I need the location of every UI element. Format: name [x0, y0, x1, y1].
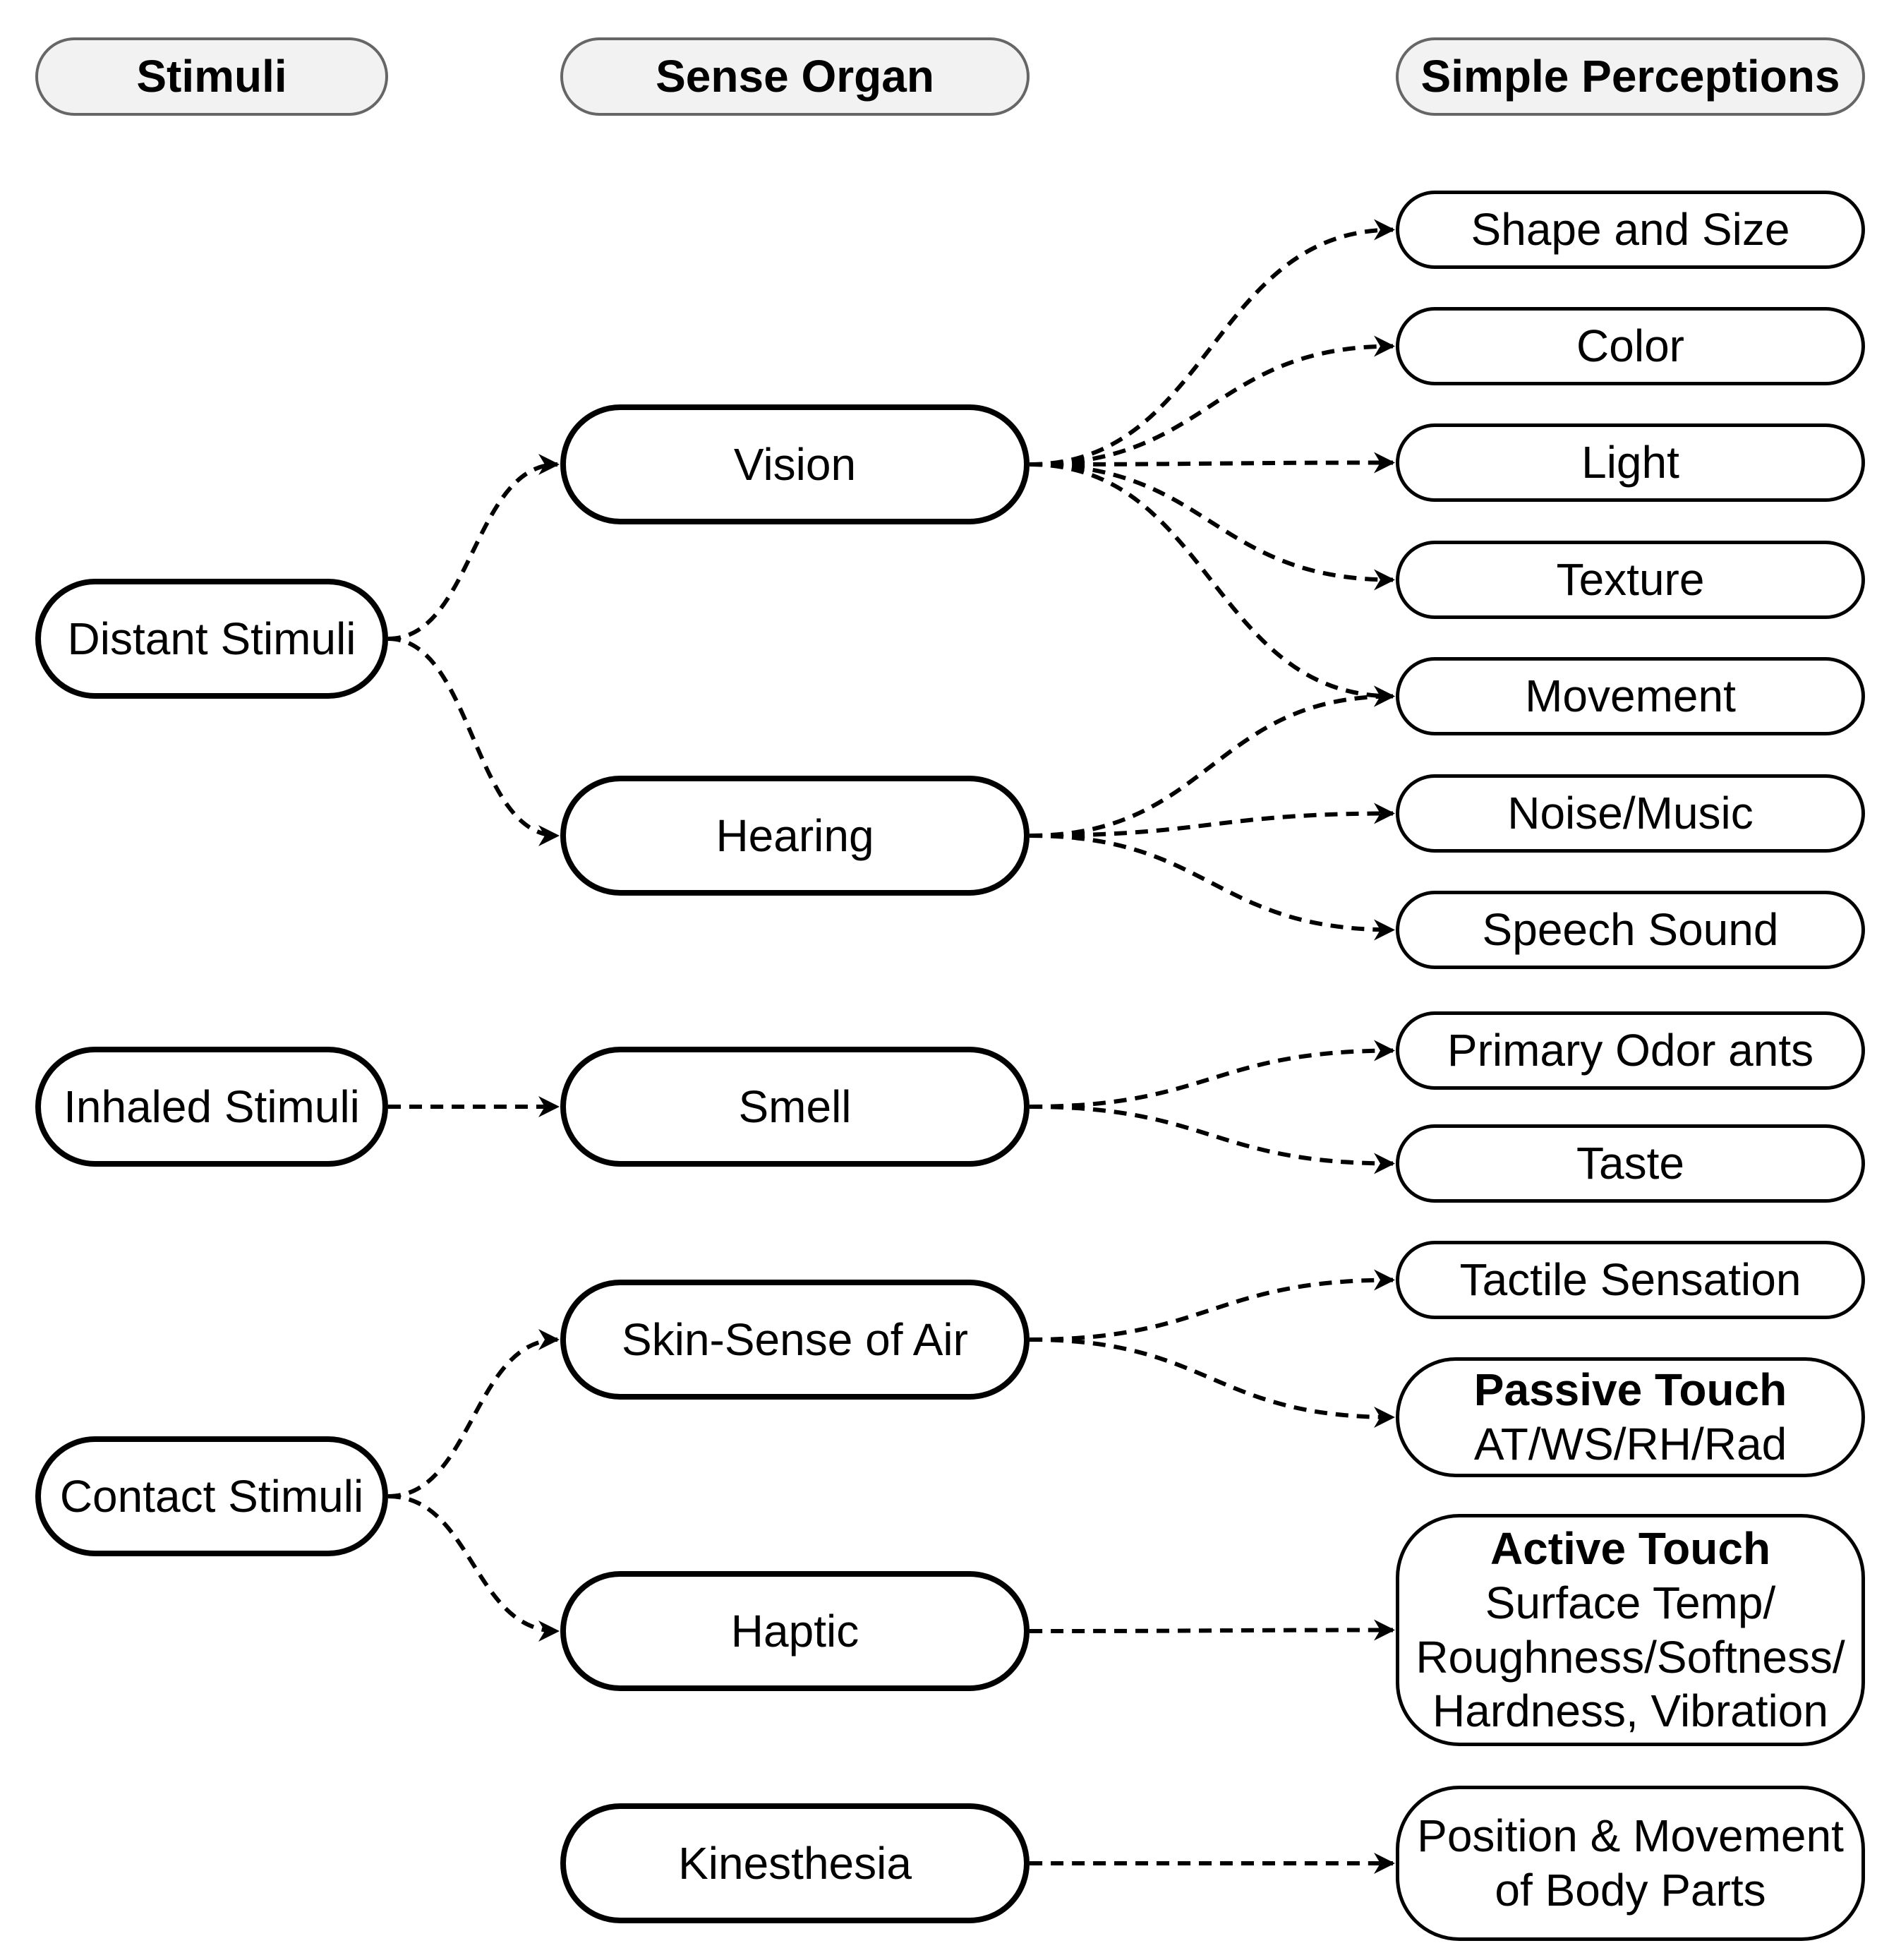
passive-touch-title: Passive Touch [1473, 1364, 1787, 1416]
stimulus-distant-label: Distant Stimuli [67, 613, 356, 664]
perception-noise-music-label: Noise/Music [1507, 788, 1754, 839]
perception-noise-music: Noise/Music [1396, 774, 1865, 853]
stimulus-inhaled-label: Inhaled Stimuli [64, 1081, 360, 1132]
organ-haptic-label: Haptic [730, 1605, 859, 1657]
edge-contact-to-haptic [387, 1494, 560, 1642]
organ-smell-label: Smell [738, 1081, 852, 1132]
edge-distant-to-hearing [387, 637, 560, 846]
perception-texture: Texture [1396, 541, 1865, 619]
perception-taste-label: Taste [1576, 1138, 1684, 1189]
header-simple-perceptions-label: Simple Perceptions [1420, 51, 1840, 102]
perception-position-movement: Position & Movement of Body Parts [1396, 1786, 1865, 1941]
edge-skin_air-to-passive_touch [1029, 1337, 1395, 1428]
edge-smell-to-taste [1029, 1105, 1395, 1174]
header-sense-organ-label: Sense Organ [656, 51, 934, 102]
passive-touch-detail: AT/WS/RH/Rad [1473, 1419, 1787, 1469]
edge-distant-to-vision [387, 454, 560, 641]
header-simple-perceptions: Simple Perceptions [1396, 37, 1865, 116]
perception-shape-and-size: Shape and Size [1396, 191, 1865, 269]
organ-hearing-label: Hearing [716, 810, 874, 861]
edge-haptic-to-active_touch [1029, 1619, 1395, 1641]
organ-kinesthesia: Kinesthesia [560, 1803, 1030, 1923]
edge-vision-to-shape_size [1029, 219, 1395, 467]
edge-vision-to-light [1029, 452, 1395, 474]
edge-vision-to-color [1029, 335, 1395, 467]
edge-hearing-to-movement [1029, 685, 1395, 838]
edge-contact-to-skin_air [387, 1329, 560, 1498]
active-touch-line1: Surface Temp/ [1485, 1577, 1776, 1628]
perception-speech-sound-label: Speech Sound [1482, 904, 1779, 956]
perception-light-label: Light [1581, 437, 1679, 488]
edge-vision-to-movement [1029, 462, 1395, 707]
organ-skin-sense-of-air: Skin-Sense of Air [560, 1280, 1030, 1400]
header-sense-organ: Sense Organ [560, 37, 1030, 116]
active-touch-line3: Hardness, Vibration [1432, 1685, 1828, 1737]
stimulus-distant: Distant Stimuli [35, 579, 388, 699]
active-touch-title: Active Touch [1490, 1522, 1771, 1574]
organ-haptic: Haptic [560, 1571, 1030, 1691]
stimulus-inhaled: Inhaled Stimuli [35, 1047, 388, 1167]
perception-primary-odorants-label: Primary Odor ants [1447, 1025, 1814, 1076]
edge-hearing-to-noise_music [1029, 802, 1395, 838]
perception-taste: Taste [1396, 1124, 1865, 1203]
organ-vision: Vision [560, 404, 1030, 524]
perception-tactile-sensation: Tactile Sensation [1396, 1241, 1865, 1319]
perception-light: Light [1396, 423, 1865, 502]
organ-hearing: Hearing [560, 776, 1030, 896]
perception-passive-touch: Passive Touch AT/WS/RH/Rad [1396, 1357, 1865, 1477]
stimulus-contact: Contact Stimuli [35, 1436, 388, 1556]
perception-shape-and-size-label: Shape and Size [1471, 204, 1790, 255]
perception-movement: Movement [1396, 657, 1865, 735]
header-stimuli: Stimuli [35, 37, 388, 116]
perception-primary-odorants: Primary Odor ants [1396, 1011, 1865, 1090]
perception-speech-sound: Speech Sound [1396, 891, 1865, 969]
edge-vision-to-texture [1029, 462, 1395, 591]
perception-texture-label: Texture [1556, 554, 1705, 606]
perception-tactile-sensation-label: Tactile Sensation [1459, 1254, 1802, 1306]
perception-active-touch: Active Touch Surface Temp/ Roughness/Sof… [1396, 1514, 1865, 1746]
organ-kinesthesia-label: Kinesthesia [678, 1837, 912, 1889]
perception-movement-label: Movement [1525, 671, 1736, 722]
organ-skin-sense-of-air-label: Skin-Sense of Air [622, 1313, 968, 1365]
active-touch-line2: Roughness/Softness/ [1416, 1631, 1845, 1683]
organ-smell: Smell [560, 1047, 1030, 1167]
perception-color: Color [1396, 307, 1865, 385]
edge-hearing-to-speech_sound [1029, 834, 1395, 941]
position-movement-line1: Position & Movement [1417, 1810, 1844, 1862]
edge-smell-to-primary_odorants [1029, 1040, 1395, 1109]
perception-color-label: Color [1576, 320, 1684, 372]
stimulus-contact-label: Contact Stimuli [59, 1470, 364, 1522]
organ-vision-label: Vision [733, 438, 857, 490]
header-stimuli-label: Stimuli [136, 51, 287, 102]
position-movement-line2: of Body Parts [1495, 1865, 1766, 1916]
edge-skin_air-to-tactile_sensation [1029, 1269, 1395, 1342]
